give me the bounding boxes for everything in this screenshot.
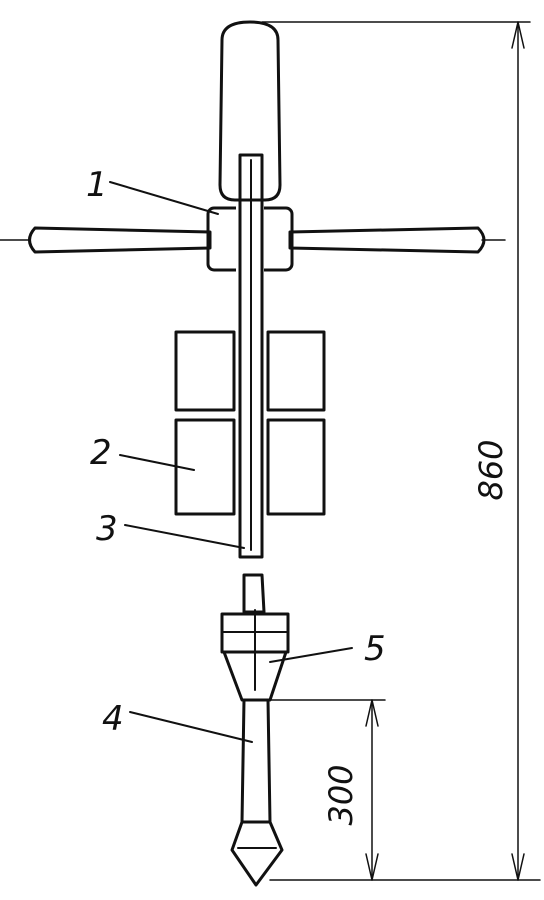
callout-3: 3 [96,509,118,549]
leader-lines [109,181,353,743]
hatched-blocks [174,330,326,516]
callout-2: 2 [90,433,112,473]
lower-chuck [220,573,290,702]
dimension-overall-value: 860 [472,439,510,500]
dimension-overall [261,21,541,881]
cross-bar [0,226,506,254]
callout-1: 1 [86,165,108,205]
dimension-lower [267,699,386,881]
callout-5: 5 [364,629,386,669]
dimension-lower-value: 300 [322,764,360,825]
callout-4: 4 [102,699,124,739]
grip-handle [218,20,282,202]
central-rod [238,153,264,559]
spindle-tip [230,698,284,887]
